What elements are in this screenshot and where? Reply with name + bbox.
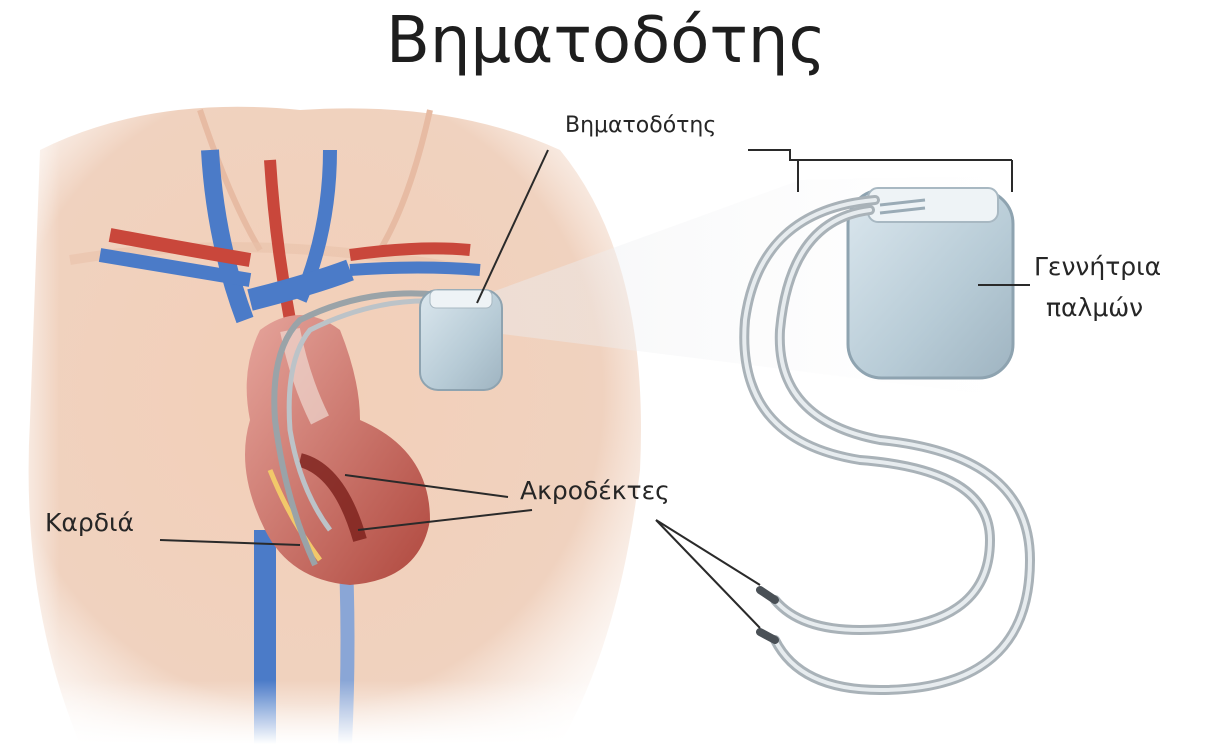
page-title: Βηματοδότης xyxy=(0,4,1212,78)
pacemaker-label: Βηματοδότης xyxy=(565,113,716,138)
generator-label-line2: παλμών xyxy=(1046,293,1143,322)
leads-label: Ακροδέκτες xyxy=(520,476,670,505)
heart-label: Καρδιά xyxy=(45,508,134,537)
generator-label-line1: Γεννήτρια xyxy=(1034,252,1161,281)
